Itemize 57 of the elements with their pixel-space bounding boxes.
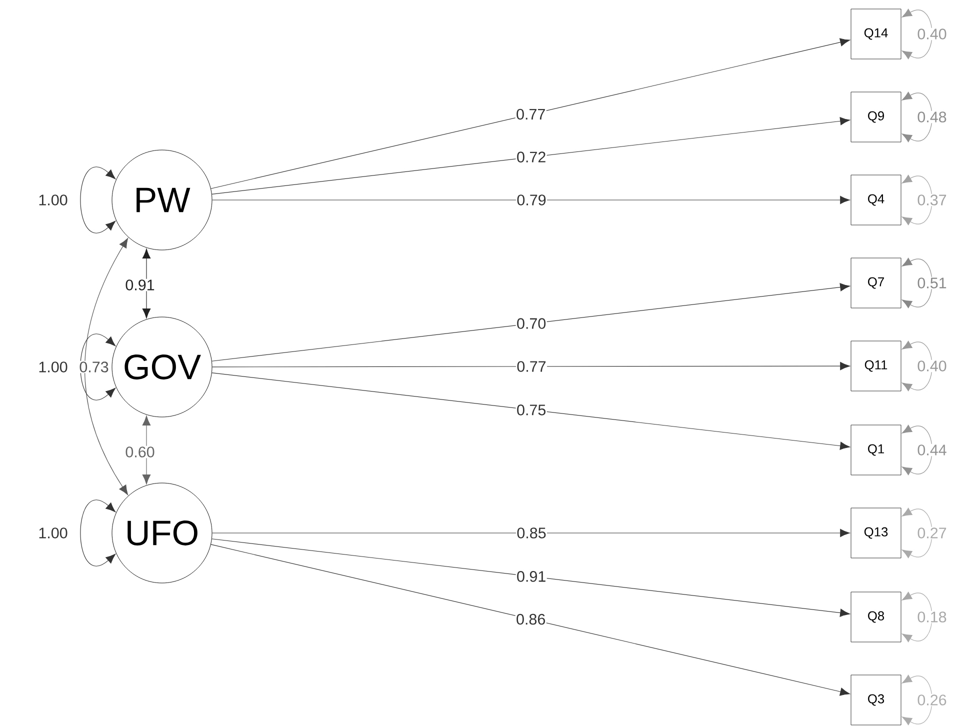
edge-label: 0.51 xyxy=(916,276,948,290)
path-arrow xyxy=(212,362,850,370)
path-arrow xyxy=(212,196,850,204)
path-arrow xyxy=(210,38,850,189)
edge-label: 0.77 xyxy=(516,360,548,373)
variance-loop xyxy=(80,500,116,566)
variance-loop xyxy=(902,340,932,392)
indicator-box: Q8 xyxy=(850,592,902,642)
edge-label: 0.73 xyxy=(78,360,110,374)
edge-label: 0.18 xyxy=(916,610,948,624)
indicator-box: Q1 xyxy=(850,424,902,476)
edge-label: 0.85 xyxy=(516,526,548,540)
edge-label: 0.44 xyxy=(916,444,948,456)
edge-label: 0.79 xyxy=(516,194,548,206)
variance-loop xyxy=(902,174,932,226)
edge-label: 0.27 xyxy=(916,526,948,540)
path-arrow xyxy=(212,528,850,538)
edge-label: 1.00 xyxy=(37,360,69,374)
indicator-box: Q4 xyxy=(850,174,902,226)
covariance-arrow xyxy=(142,416,151,484)
variance-loop xyxy=(902,258,932,308)
path-arrow xyxy=(212,117,850,194)
path-arrow xyxy=(212,538,850,617)
edge-label: 1.00 xyxy=(37,194,69,206)
edge-label: 0.72 xyxy=(516,150,547,164)
edge-label: 0.75 xyxy=(516,404,547,416)
edge-label: 1.00 xyxy=(37,526,69,540)
edge-label: 0.91 xyxy=(516,570,547,583)
indicator-box: Q14 xyxy=(850,8,902,60)
variance-loop xyxy=(902,592,932,642)
edge-label: 0.60 xyxy=(124,446,156,458)
edge-label: 0.77 xyxy=(515,108,546,120)
edge-label: 0.86 xyxy=(515,613,546,626)
edge-label: 0.40 xyxy=(916,360,948,372)
indicator-box: Q11 xyxy=(850,340,902,392)
edge-label: 0.40 xyxy=(916,28,948,40)
variance-loop xyxy=(902,674,932,726)
edge-label: 0.37 xyxy=(916,194,948,206)
edge-label: 0.70 xyxy=(516,317,547,330)
variance-loop xyxy=(902,8,932,60)
variance-loop xyxy=(80,334,116,400)
path-arrow xyxy=(210,544,850,696)
variance-loop xyxy=(902,92,932,142)
variance-loop xyxy=(902,508,932,558)
variance-loop xyxy=(902,424,932,476)
covariance-arrow xyxy=(142,248,151,318)
path-arrow xyxy=(212,372,850,450)
indicator-box: Q13 xyxy=(850,508,902,558)
indicator-box: Q9 xyxy=(850,92,902,142)
indicator-box: Q3 xyxy=(850,674,902,726)
edge-label: 0.48 xyxy=(916,110,948,124)
edge-label: 0.26 xyxy=(916,694,948,706)
indicator-box: Q7 xyxy=(850,258,902,308)
edge-label: 0.91 xyxy=(124,278,156,292)
covariance-arrow xyxy=(84,238,128,496)
variance-loop xyxy=(80,167,116,233)
path-arrow xyxy=(212,283,850,362)
